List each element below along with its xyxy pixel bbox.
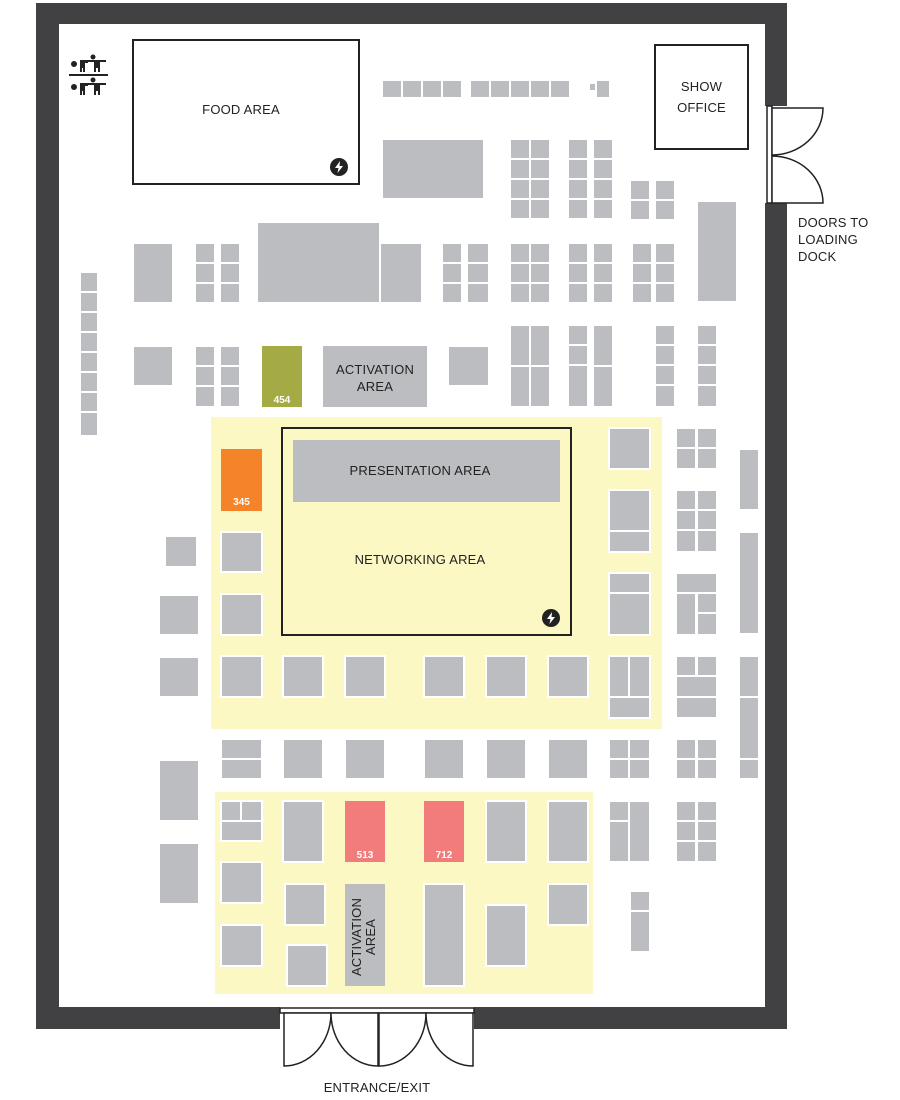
booth-345[interactable] bbox=[221, 449, 262, 511]
activation-area-label-line2: AREA bbox=[356, 379, 394, 394]
booth-712[interactable] bbox=[424, 801, 464, 862]
entrance-exit-label: ENTRANCE/EXIT bbox=[323, 1080, 431, 1095]
loading-dock-label-line2: LOADING bbox=[798, 232, 858, 247]
activation-area-bottom-label: ACTIVATION AREA bbox=[349, 879, 380, 995]
activation-area-bottom-line2: AREA bbox=[363, 918, 378, 956]
hall-walls bbox=[36, 3, 787, 1029]
loading-dock-label-line1: DOORS TO bbox=[798, 215, 869, 230]
activation-area-label-line1: ACTIVATION bbox=[335, 362, 415, 377]
booth-454[interactable] bbox=[262, 346, 302, 407]
booth-454-label: 454 bbox=[273, 395, 291, 406]
loading-dock-doors-icon bbox=[766, 105, 824, 204]
booth-513[interactable] bbox=[345, 801, 385, 862]
activation-area-bottom bbox=[345, 884, 385, 986]
loading-dock-label-line3: DOCK bbox=[798, 249, 837, 264]
show-office bbox=[654, 44, 749, 150]
booth-345-label: 345 bbox=[233, 497, 250, 508]
food-area-label: FOOD AREA bbox=[202, 102, 280, 117]
power-outlet-icon bbox=[330, 158, 348, 176]
booth-712-label: 712 bbox=[435, 850, 453, 861]
booth-513-label: 513 bbox=[356, 850, 374, 861]
activation-area-top bbox=[323, 346, 427, 407]
presentation-area-label: PRESENTATION AREA bbox=[349, 463, 491, 478]
power-outlet-icon bbox=[542, 609, 560, 627]
presentation-area bbox=[293, 440, 560, 502]
show-office-label-line1: SHOW bbox=[680, 79, 723, 94]
exhibitor-booths[interactable] bbox=[79, 79, 760, 987]
activation-area-bottom-line1: ACTIVATION bbox=[349, 897, 364, 977]
show-office-label-line2: OFFICE bbox=[677, 100, 726, 115]
food-area bbox=[132, 39, 360, 185]
restroom-icon bbox=[69, 54, 108, 95]
activation-zone bbox=[215, 792, 593, 994]
entrance-doors-icon bbox=[279, 1007, 475, 1067]
networking-area-label: NETWORKING AREA bbox=[354, 552, 486, 567]
